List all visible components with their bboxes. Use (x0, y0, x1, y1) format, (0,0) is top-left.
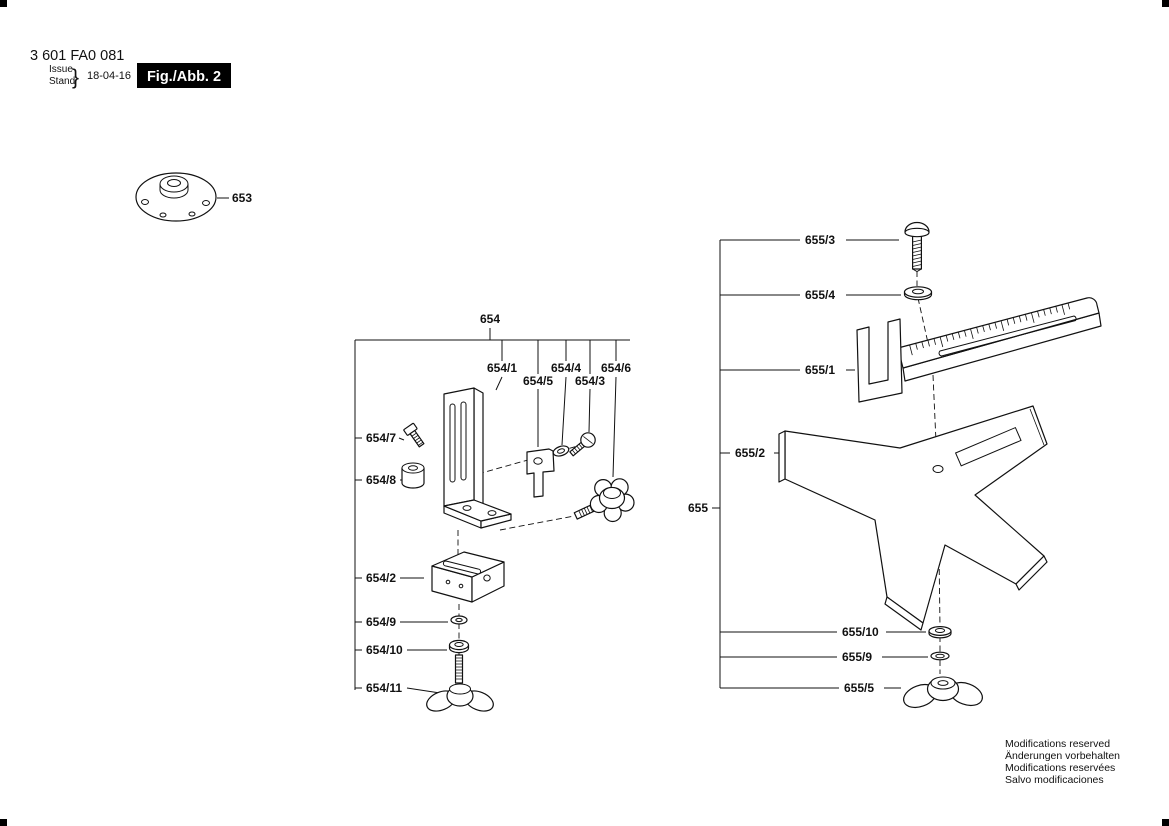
label-655-3: 655/3 (805, 233, 835, 247)
label-654-8: 654/8 (366, 473, 396, 487)
label-654-5: 654/5 (523, 374, 553, 388)
issue-label: Issue (49, 64, 73, 75)
footer-line-es: Salvo modificaciones (1005, 774, 1104, 786)
label-655: 655 (688, 501, 708, 515)
label-654-7: 654/7 (366, 431, 396, 445)
part-655-3-screw (904, 221, 930, 273)
ruler-tick-marks (909, 302, 1071, 356)
part-655-4-washer (903, 286, 933, 301)
part-655-2-guide-foot (778, 405, 1048, 631)
label-654: 654 (480, 312, 500, 326)
label-655-4: 655/4 (805, 288, 835, 302)
part-655-9-washer (930, 651, 950, 661)
part-654-5-clamp-plate (526, 448, 555, 498)
label-654-9: 654/9 (366, 615, 396, 629)
label-654-3: 654/3 (575, 374, 605, 388)
label-653: 653 (232, 191, 252, 205)
footer-line-de: Änderungen vorbehalten (1005, 750, 1120, 762)
part-655-5-wing-knob (903, 676, 983, 709)
header: 3 601 FA0 081 Issue Stand } 18-04-16 Fig… (30, 48, 231, 89)
figure-badge: Fig./Abb. 2 (137, 63, 231, 88)
part-654-9-washer (450, 615, 468, 625)
label-655-2: 655/2 (735, 446, 765, 460)
part-654-8-spacer-sleeve (401, 462, 425, 489)
footer-notice: Modifications reserved Änderungen vorbeh… (1005, 738, 1120, 786)
issue-stand-brace: } (72, 66, 79, 89)
label-654-6: 654/6 (601, 361, 631, 375)
group-655-leader-lines (712, 239, 928, 689)
label-654-1: 654/1 (487, 361, 517, 375)
part-654-4-washer (552, 445, 570, 457)
label-655-9: 655/9 (842, 650, 872, 664)
issue-date: 18-04-16 (87, 70, 131, 82)
part-number-text: 3 601 FA0 081 (30, 48, 124, 64)
part-655-1-scale-arm (856, 297, 1102, 403)
label-655-1: 655/1 (805, 363, 835, 377)
part-653-sub-base-plate (135, 172, 217, 222)
part-labels: 653 654 654/1 654/5 654/4 654/3 654/6 65… (232, 191, 879, 695)
part-654-3-screw (569, 432, 596, 457)
part-654-7-screw (403, 422, 425, 448)
part-654-6-star-knob (573, 478, 635, 523)
part-654-11-wing-knob (426, 654, 494, 712)
part-654-2-guide-block (431, 551, 505, 603)
group-654-leader-lines (354, 328, 630, 694)
label-654-10: 654/10 (366, 643, 403, 657)
label-655-5: 655/5 (844, 681, 874, 695)
part-654-10-washer (448, 639, 470, 654)
label-654-11: 654/11 (366, 681, 402, 695)
stand-label: Stand (49, 76, 75, 87)
part-654-1-guide-bracket (443, 387, 512, 529)
part-655-10-washer (928, 625, 952, 639)
footer-line-fr: Modifications reservées (1005, 762, 1115, 774)
figure-badge-background (137, 63, 231, 88)
footer-line-en: Modifications reserved (1005, 738, 1110, 750)
figure-label: Fig./Abb. 2 (147, 69, 221, 85)
label-654-2: 654/2 (366, 571, 396, 585)
label-655-10: 655/10 (842, 625, 879, 639)
label-654-4: 654/4 (551, 361, 581, 375)
